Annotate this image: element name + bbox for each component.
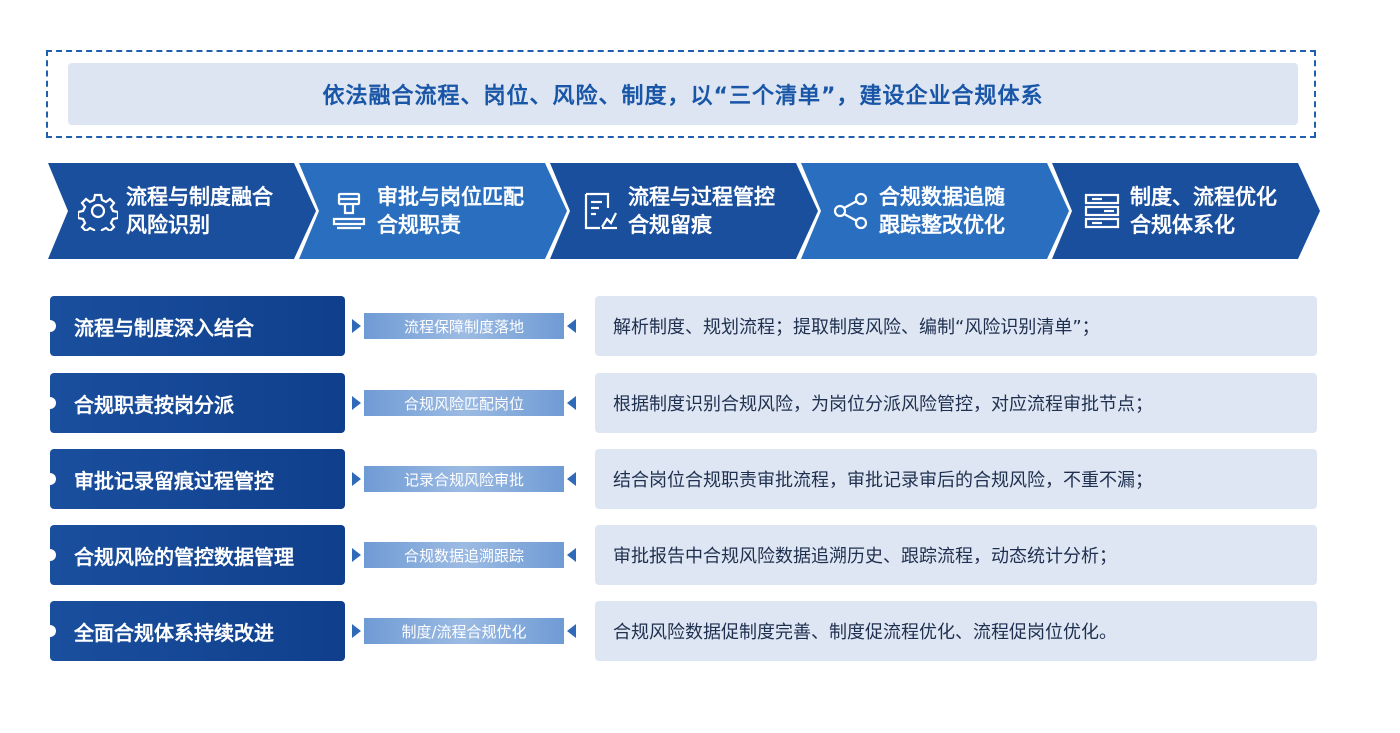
row-title-text: 合规风险的管控数据管理 — [74, 544, 294, 569]
step-label-line2: 跟踪整改优化 — [879, 213, 1005, 237]
stack-icon — [1082, 191, 1122, 231]
row-connector: 记录合规风险审批 — [352, 466, 576, 492]
row-description: 根据制度识别合规风险，为岗位分派风险管控，对应流程审批节点； — [595, 373, 1317, 433]
arrow-right-icon — [352, 319, 361, 333]
row-connector: 合规风险匹配岗位 — [352, 390, 576, 416]
arrow-left-icon — [567, 472, 576, 486]
step-label-line2: 合规体系化 — [1130, 213, 1235, 237]
detail-row: 合规风险的管控数据管理 合规数据追溯跟踪 审批报告中合规风险数据追溯历史、跟踪流… — [44, 525, 1318, 585]
step-risk-identification: 流程与制度融合 风险识别 — [48, 163, 316, 259]
bullet-dot — [44, 320, 56, 332]
row-title-text: 合规职责按岗分派 — [74, 392, 234, 417]
row-title-text: 流程与制度深入结合 — [74, 315, 254, 340]
step-label-line1: 流程与制度融合 — [126, 185, 273, 209]
arrow-right-icon — [352, 624, 361, 638]
step-label-line1: 合规数据追随 — [879, 185, 1005, 209]
detail-row: 合规职责按岗分派 合规风险匹配岗位 根据制度识别合规风险，为岗位分派风险管控，对… — [44, 373, 1318, 433]
step-system-optimization: 制度、流程优化 合规体系化 — [1052, 163, 1320, 259]
arrow-right-icon — [352, 396, 361, 410]
step-label-line1: 审批与岗位匹配 — [377, 185, 524, 209]
stamp-icon — [329, 191, 369, 231]
detail-row: 流程与制度深入结合 流程保障制度落地 解析制度、规划流程；提取制度风险、编制“风… — [44, 296, 1318, 356]
arrow-left-icon — [567, 548, 576, 562]
step-shape — [801, 163, 1069, 259]
arrow-left-icon — [567, 396, 576, 410]
row-connector: 合规数据追溯跟踪 — [352, 542, 576, 568]
row-tag: 记录合规风险审批 — [364, 466, 564, 492]
row-description: 解析制度、规划流程；提取制度风险、编制“风险识别清单”； — [595, 296, 1317, 356]
step-label-line2: 风险识别 — [126, 213, 210, 237]
step-label-line2: 合规留痕 — [628, 213, 712, 237]
detail-row: 审批记录留痕过程管控 记录合规风险审批 结合岗位合规职责审批流程，审批记录审后的… — [44, 449, 1318, 509]
arrow-right-icon — [352, 548, 361, 562]
bullet-dot — [44, 625, 56, 637]
bullet-dot — [44, 549, 56, 561]
arrow-left-icon — [567, 624, 576, 638]
row-tag: 流程保障制度落地 — [364, 313, 564, 339]
gear-icon — [76, 191, 120, 237]
step-approval-position: 审批与岗位匹配 合规职责 — [299, 163, 567, 259]
row-tag: 合规数据追溯跟踪 — [364, 542, 564, 568]
row-connector: 流程保障制度落地 — [352, 313, 576, 339]
row-description: 合规风险数据促制度完善、制度促流程优化、流程促岗位优化。 — [595, 601, 1317, 661]
banner-title: 依法融合流程、岗位、风险、制度，以“三个清单”，建设企业合规体系 — [68, 63, 1298, 125]
row-connector: 制度/流程合规优化 — [352, 618, 576, 644]
document-chart-icon — [580, 191, 620, 231]
row-description: 结合岗位合规职责审批流程，审批记录审后的合规风险，不重不漏； — [595, 449, 1317, 509]
row-description: 审批报告中合规风险数据追溯历史、跟踪流程，动态统计分析； — [595, 525, 1317, 585]
banner-frame: 依法融合流程、岗位、风险、制度，以“三个清单”，建设企业合规体系 — [46, 50, 1316, 138]
arrow-left-icon — [567, 319, 576, 333]
row-title: 全面合规体系持续改进 — [44, 601, 345, 661]
step-shape — [550, 163, 818, 259]
share-nodes-icon — [831, 191, 871, 231]
row-title-text: 审批记录留痕过程管控 — [74, 468, 274, 493]
step-shape — [1052, 163, 1320, 259]
step-label-line1: 制度、流程优化 — [1130, 185, 1277, 209]
step-shape — [299, 163, 567, 259]
detail-row: 全面合规体系持续改进 制度/流程合规优化 合规风险数据促制度完善、制度促流程优化… — [44, 601, 1318, 661]
step-label-line2: 合规职责 — [377, 213, 461, 237]
row-tag: 合规风险匹配岗位 — [364, 390, 564, 416]
row-title: 合规职责按岗分派 — [44, 373, 345, 433]
arrow-right-icon — [352, 472, 361, 486]
step-data-tracking: 合规数据追随 跟踪整改优化 — [801, 163, 1069, 259]
bullet-dot — [44, 473, 56, 485]
bullet-dot — [44, 397, 56, 409]
row-title: 合规风险的管控数据管理 — [44, 525, 345, 585]
process-steps: 流程与制度融合 风险识别 审批与岗位匹配 合规职责 — [48, 163, 1320, 259]
row-title-text: 全面合规体系持续改进 — [74, 620, 274, 645]
row-title: 流程与制度深入结合 — [44, 296, 345, 356]
step-label-line1: 流程与过程管控 — [628, 185, 775, 209]
step-process-control: 流程与过程管控 合规留痕 — [550, 163, 818, 259]
row-tag: 制度/流程合规优化 — [364, 618, 564, 644]
step-shape — [48, 163, 316, 259]
row-title: 审批记录留痕过程管控 — [44, 449, 345, 509]
